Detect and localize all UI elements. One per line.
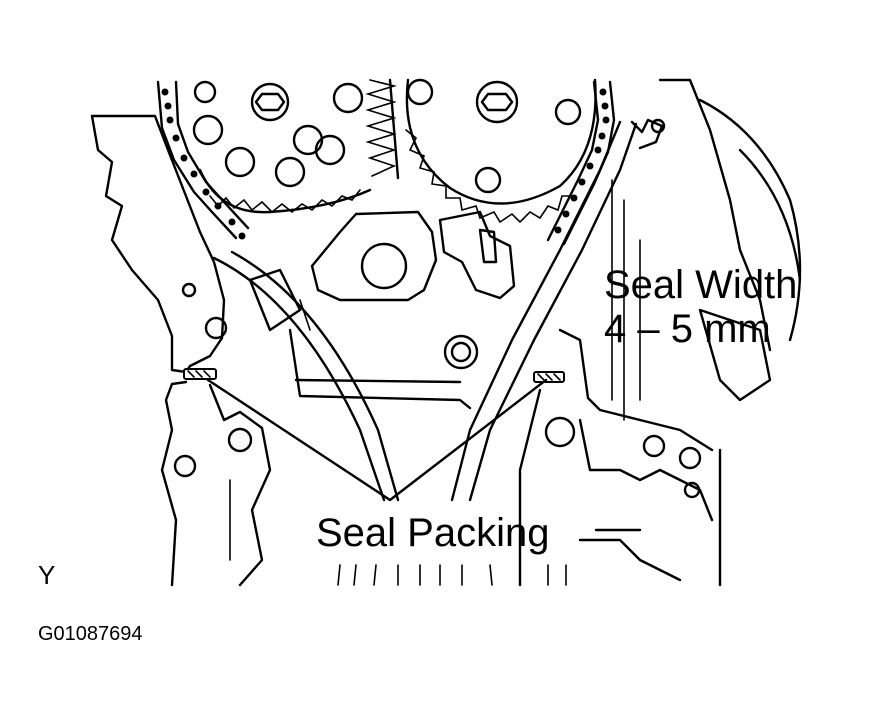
seal-width-value: 4 – 5 mm (604, 307, 771, 351)
seal-packing-leader-lines (206, 378, 548, 502)
figure-code-label: G01087694 (38, 623, 143, 645)
left-block-outline (90, 114, 272, 587)
view-marker-label: Y (38, 560, 55, 590)
left-cam-sprocket (192, 80, 372, 214)
crank-area (288, 210, 516, 410)
seal-packing-spots (183, 368, 565, 383)
seal-width-label: Seal Width (604, 263, 797, 307)
right-block-outline (518, 78, 802, 587)
right-cam-sprocket (405, 78, 597, 224)
lower-dashed-marks (337, 528, 642, 586)
seal-packing-label: Seal Packing (316, 511, 549, 555)
left-timing-chain (156, 80, 250, 240)
